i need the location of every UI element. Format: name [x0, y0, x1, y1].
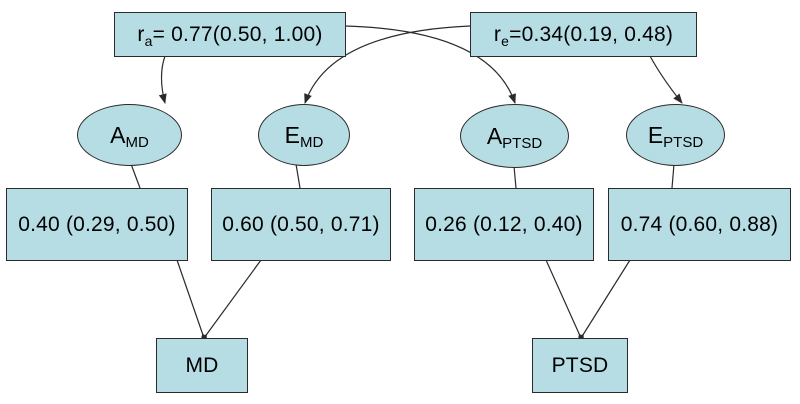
latent-a-ptsd-sub: PTSD: [502, 134, 543, 152]
ra-value: = 0.77(0.50, 1.00): [152, 22, 323, 46]
e-md-to-md: [201, 259, 262, 343]
a-md-to-estimate: [130, 163, 141, 189]
re-symbol: r: [493, 22, 502, 46]
re-value: =0.34(0.19, 0.48): [509, 22, 674, 46]
latent-a-md-letter: A: [110, 121, 126, 148]
ra-subscript: a: [144, 32, 153, 49]
e-ptsd-to-ptsd: [578, 259, 631, 343]
latent-e-md-letter: E: [284, 121, 300, 148]
re-link-e-ptsd: [649, 55, 683, 104]
latent-e-md-sub: MD: [300, 133, 324, 151]
e-md-to-estimate: [295, 163, 301, 189]
estimate-a-md: 0.40 (0.29, 0.50): [6, 188, 188, 261]
latent-a-md-sub: MD: [125, 133, 149, 151]
outcome-ptsd: PTSD: [532, 338, 628, 393]
a-md-to-md: [176, 259, 207, 343]
ra-symbol: r: [137, 22, 145, 46]
outcome-md: MD: [156, 338, 248, 393]
e-ptsd-to-estimate: [671, 163, 675, 189]
a-ptsd-to-estimate: [513, 165, 517, 189]
estimate-e-md: 0.60 (0.50, 0.71): [211, 188, 391, 261]
re-link-e-md: [304, 25, 471, 104]
estimate-e-ptsd: 0.74 (0.60, 0.88): [608, 188, 791, 261]
estimate-a-ptsd: 0.26 (0.12, 0.40): [414, 188, 594, 261]
latent-a-ptsd-letter: A: [486, 122, 503, 149]
ra-link-a-ptsd: [344, 25, 516, 104]
a-ptsd-to-ptsd: [545, 259, 584, 343]
latent-e-ptsd-letter: E: [647, 121, 664, 148]
re-subscript: e: [501, 32, 510, 49]
latent-e-ptsd-sub: PTSD: [663, 133, 704, 151]
ra-link-a-md: [158, 55, 167, 104]
